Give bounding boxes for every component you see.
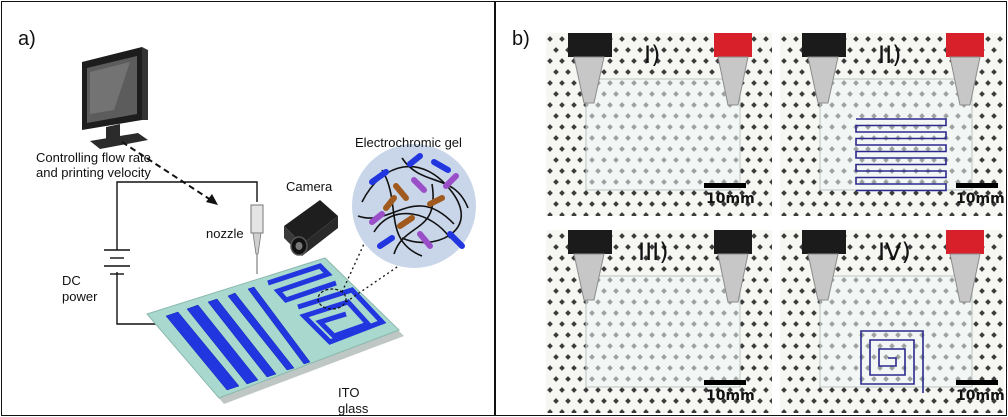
label-electrochromic-gel: Electrochromic gel [355, 135, 462, 150]
scale-bar-ii [956, 183, 998, 188]
black-clip [802, 33, 846, 57]
black-clip [568, 230, 612, 254]
setup-diagram [82, 47, 476, 404]
photo-ii-label: II) [878, 41, 902, 69]
label-controlling: Controlling flow rate [36, 150, 151, 165]
dc-circuit [104, 181, 258, 325]
label-ito: ITO [338, 385, 360, 400]
scale-label-i: 10mm [706, 191, 755, 207]
photo-iii: III) 10mm [546, 230, 772, 413]
zoom-region [317, 288, 347, 310]
scale-label-ii: 10mm [956, 191, 1004, 207]
red-clip-jaw [949, 56, 981, 106]
panel-a: a) [1, 1, 494, 416]
spiral-pattern [860, 330, 924, 393]
label-printing-velocity: and printing velocity [36, 165, 151, 180]
black-clip [568, 33, 612, 57]
red-clip-jaw [717, 56, 749, 106]
control-arrow [121, 141, 218, 205]
red-clip [714, 230, 752, 254]
label-camera: Camera [286, 179, 333, 194]
label-glass: glass [338, 401, 369, 416]
panel-b-label: b) [512, 28, 530, 50]
photo-i-scene [546, 33, 772, 216]
red-clip [946, 230, 984, 254]
photo-iii-label: III) [638, 238, 669, 266]
scale-bar-i [704, 183, 746, 188]
scale-label-iv: 10mm [956, 388, 1004, 404]
glass-slide [585, 275, 741, 388]
label-dc: DC [62, 273, 81, 288]
monitor-icon [82, 47, 148, 149]
meander-pattern [855, 118, 947, 192]
camera-icon [284, 200, 338, 256]
black-clip-jaw [807, 253, 839, 301]
gel-network-illustration [352, 144, 476, 268]
label-nozzle: nozzle [206, 226, 244, 241]
photo-i: I) 10mm [546, 33, 772, 216]
scale-label-iii: 10mm [706, 388, 755, 404]
photo-iv-label: IV) [878, 238, 911, 266]
label-power: power [62, 289, 98, 304]
black-clip-jaw [807, 56, 839, 104]
scale-bar-iv [956, 380, 998, 385]
panel-a-label: a) [18, 28, 36, 50]
red-clip-jaw [717, 253, 749, 303]
glass-slide [585, 78, 741, 191]
photo-ii: II) 10mm [780, 33, 1004, 216]
photo-iii-scene [546, 230, 772, 413]
ito-glass-plate [146, 257, 404, 404]
scale-bar-iii [704, 380, 746, 385]
nozzle-icon [250, 204, 264, 274]
photo-i-label: I) [644, 41, 661, 69]
red-clip-jaw [949, 253, 981, 303]
black-clip-jaw [573, 56, 605, 104]
photo-iv: IV) 10mm [780, 230, 1004, 413]
glass-slide [819, 78, 973, 191]
black-clip-jaw [573, 253, 605, 301]
black-clip [802, 230, 846, 254]
red-clip [714, 33, 752, 57]
red-clip [946, 33, 984, 57]
